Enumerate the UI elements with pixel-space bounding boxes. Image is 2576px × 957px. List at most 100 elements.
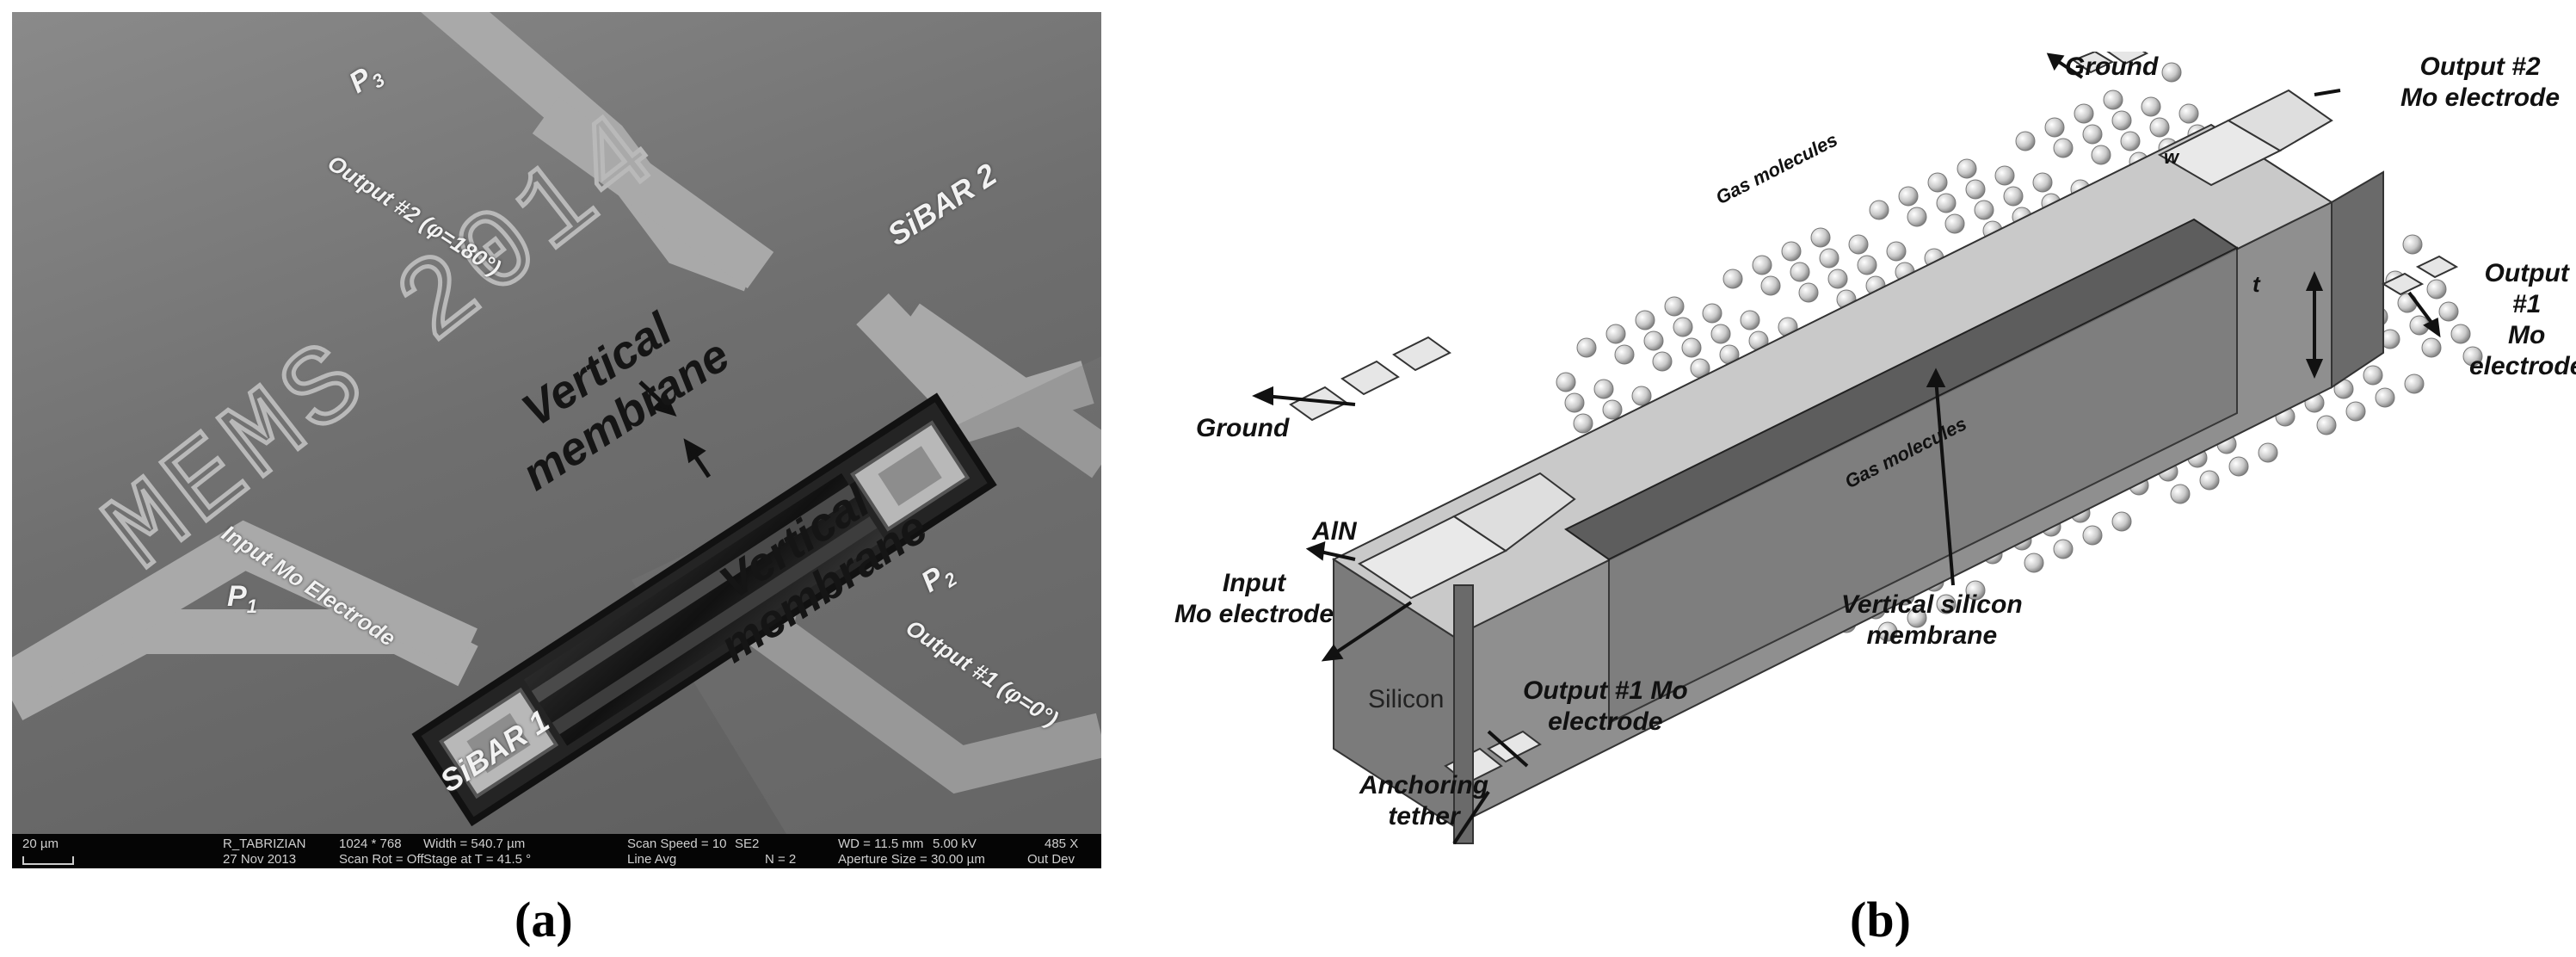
gas-molecule [1927, 172, 1948, 193]
gas-molecule [1781, 241, 1802, 262]
gas-molecule [2426, 279, 2447, 299]
anchoring-tether-label: Anchoring tether [1359, 771, 1488, 830]
scan-rot: Scan Rot = Off [339, 852, 424, 867]
gas-molecule [2053, 138, 2074, 158]
gas-molecule [1760, 275, 1781, 296]
gas-molecule [1673, 317, 1693, 337]
magnification: 485 X [1045, 837, 1079, 851]
gas-molecule [2438, 301, 2459, 322]
gas-molecule [1752, 255, 1772, 275]
gas-molecule [2111, 110, 2132, 131]
gas-molecule [2345, 401, 2366, 422]
gas-molecule [1652, 351, 1673, 372]
gas-molecule [1869, 200, 1889, 220]
device-frame [411, 392, 997, 827]
gas-molecule [1877, 621, 1898, 642]
ground-label-left: Ground [1196, 414, 1290, 442]
n-count: N = 2 [765, 852, 797, 867]
out-dev: Out Dev [1027, 852, 1075, 867]
gas-molecule [2024, 553, 2044, 573]
aln-label: AlN [1312, 517, 1357, 546]
gas-molecule [2003, 186, 2024, 207]
gas-molecule [2044, 117, 2065, 138]
gas-molecule [2199, 470, 2220, 491]
scale-bar [22, 856, 74, 865]
date: 27 Nov 2013 [223, 852, 297, 867]
gas-molecule [1857, 255, 1877, 275]
gas-molecule [2402, 234, 2423, 255]
output2-label: Output #2 Mo electrode [2400, 52, 2561, 112]
gas-molecule [2316, 415, 2337, 435]
thickness-label: t [2252, 271, 2260, 297]
gas-molecule [2120, 131, 2141, 151]
gas-molecule [1907, 608, 1927, 628]
line-avg: Line Avg [627, 852, 677, 867]
silicon-label: Silicon [1368, 685, 1445, 713]
gas-molecule [2421, 337, 2442, 358]
sem-info-bar: 20 µm R_TABRIZIAN 27 Nov 2013 1024 * 768… [12, 834, 1101, 868]
vertical-silicon-membrane-label: Vertical silicon membrane [1841, 590, 2023, 650]
gas-molecule [1605, 324, 1626, 344]
gas-molecule [1827, 269, 1848, 289]
gas-molecule [1936, 594, 1957, 614]
gas-molecule [2170, 484, 2191, 504]
gas-molecule [1614, 344, 1635, 365]
gas-molecule [1631, 386, 1652, 406]
panel-label-a: (a) [515, 892, 573, 948]
gas-molecule [2103, 90, 2123, 110]
gas-molecule [1710, 324, 1731, 344]
output1-bottom-label: Output #1 Mo electrode [1523, 676, 1688, 736]
gas-molecule [1643, 330, 1664, 351]
gas-molecule [1898, 186, 1919, 207]
schematic-drawing [1252, 52, 2483, 845]
gas-molecule [1957, 158, 1977, 179]
gas-molecule [1965, 179, 1986, 200]
gas-molecule [1810, 227, 1831, 248]
gas-molecule [1886, 241, 1907, 262]
width-label: w [2164, 146, 2179, 168]
panel-label-b: (b) [1850, 892, 1911, 948]
input-electrode-label: Input Mo electrode [1174, 569, 1334, 628]
gas-molecule [2053, 539, 2074, 559]
output1-right-label: Output #1 Mo electrode [2469, 259, 2576, 380]
gas-molecule [1681, 337, 1702, 358]
gas-molecule [1722, 269, 1743, 289]
detector: SE2 [735, 837, 760, 851]
gas-molecule [2015, 131, 2036, 151]
gas-molecule [1848, 234, 1869, 255]
sem-image: MEMS 2014 P3 Output #2 (φ=180°) SiBAR 2 … [12, 12, 1101, 868]
gas-molecule [2141, 96, 2161, 117]
annotation-arrows [1252, 52, 2441, 845]
sem-device-drawing: MEMS 2014 [12, 12, 1101, 834]
gas-molecule [1907, 207, 1927, 227]
gas-molecule [2161, 62, 2182, 83]
ground-label-top: Ground [2065, 52, 2159, 81]
gas-molecule [2179, 103, 2199, 124]
scale-bar-label: 20 µm [22, 837, 59, 851]
gas-molecule [1593, 379, 1614, 399]
gas-molecule [2363, 365, 2383, 386]
gas-molecule [1602, 399, 1623, 420]
gas-molecule [2082, 124, 2103, 145]
resonator-schematic: Ground Output #2 Mo electrode w t Gas mo… [1174, 52, 2576, 878]
gas-molecule [2450, 324, 2471, 344]
resolution: 1024 * 768 [339, 837, 402, 851]
gas-molecule [2082, 525, 2103, 546]
gas-molecule [1702, 303, 1722, 324]
gas-molecule [1573, 413, 1593, 434]
gas-molecule [1564, 392, 1585, 413]
gas-molecule [1974, 200, 1994, 220]
gas-molecule [2462, 346, 2483, 367]
gas-molecule [2111, 511, 2132, 532]
gas-molecule [2149, 117, 2170, 138]
gas-molecule [1790, 262, 1810, 282]
gas-molecule [1936, 193, 1957, 213]
gas-molecule [2258, 442, 2278, 463]
gas-molecule [1556, 372, 1576, 392]
gas-molecule [1994, 165, 2015, 186]
gas-molecule [1664, 296, 1685, 317]
scan-speed: Scan Speed = 10 [627, 837, 727, 851]
gas-molecule [2375, 387, 2395, 408]
gas-molecule [2074, 103, 2094, 124]
gas-molecule [1635, 310, 1655, 330]
